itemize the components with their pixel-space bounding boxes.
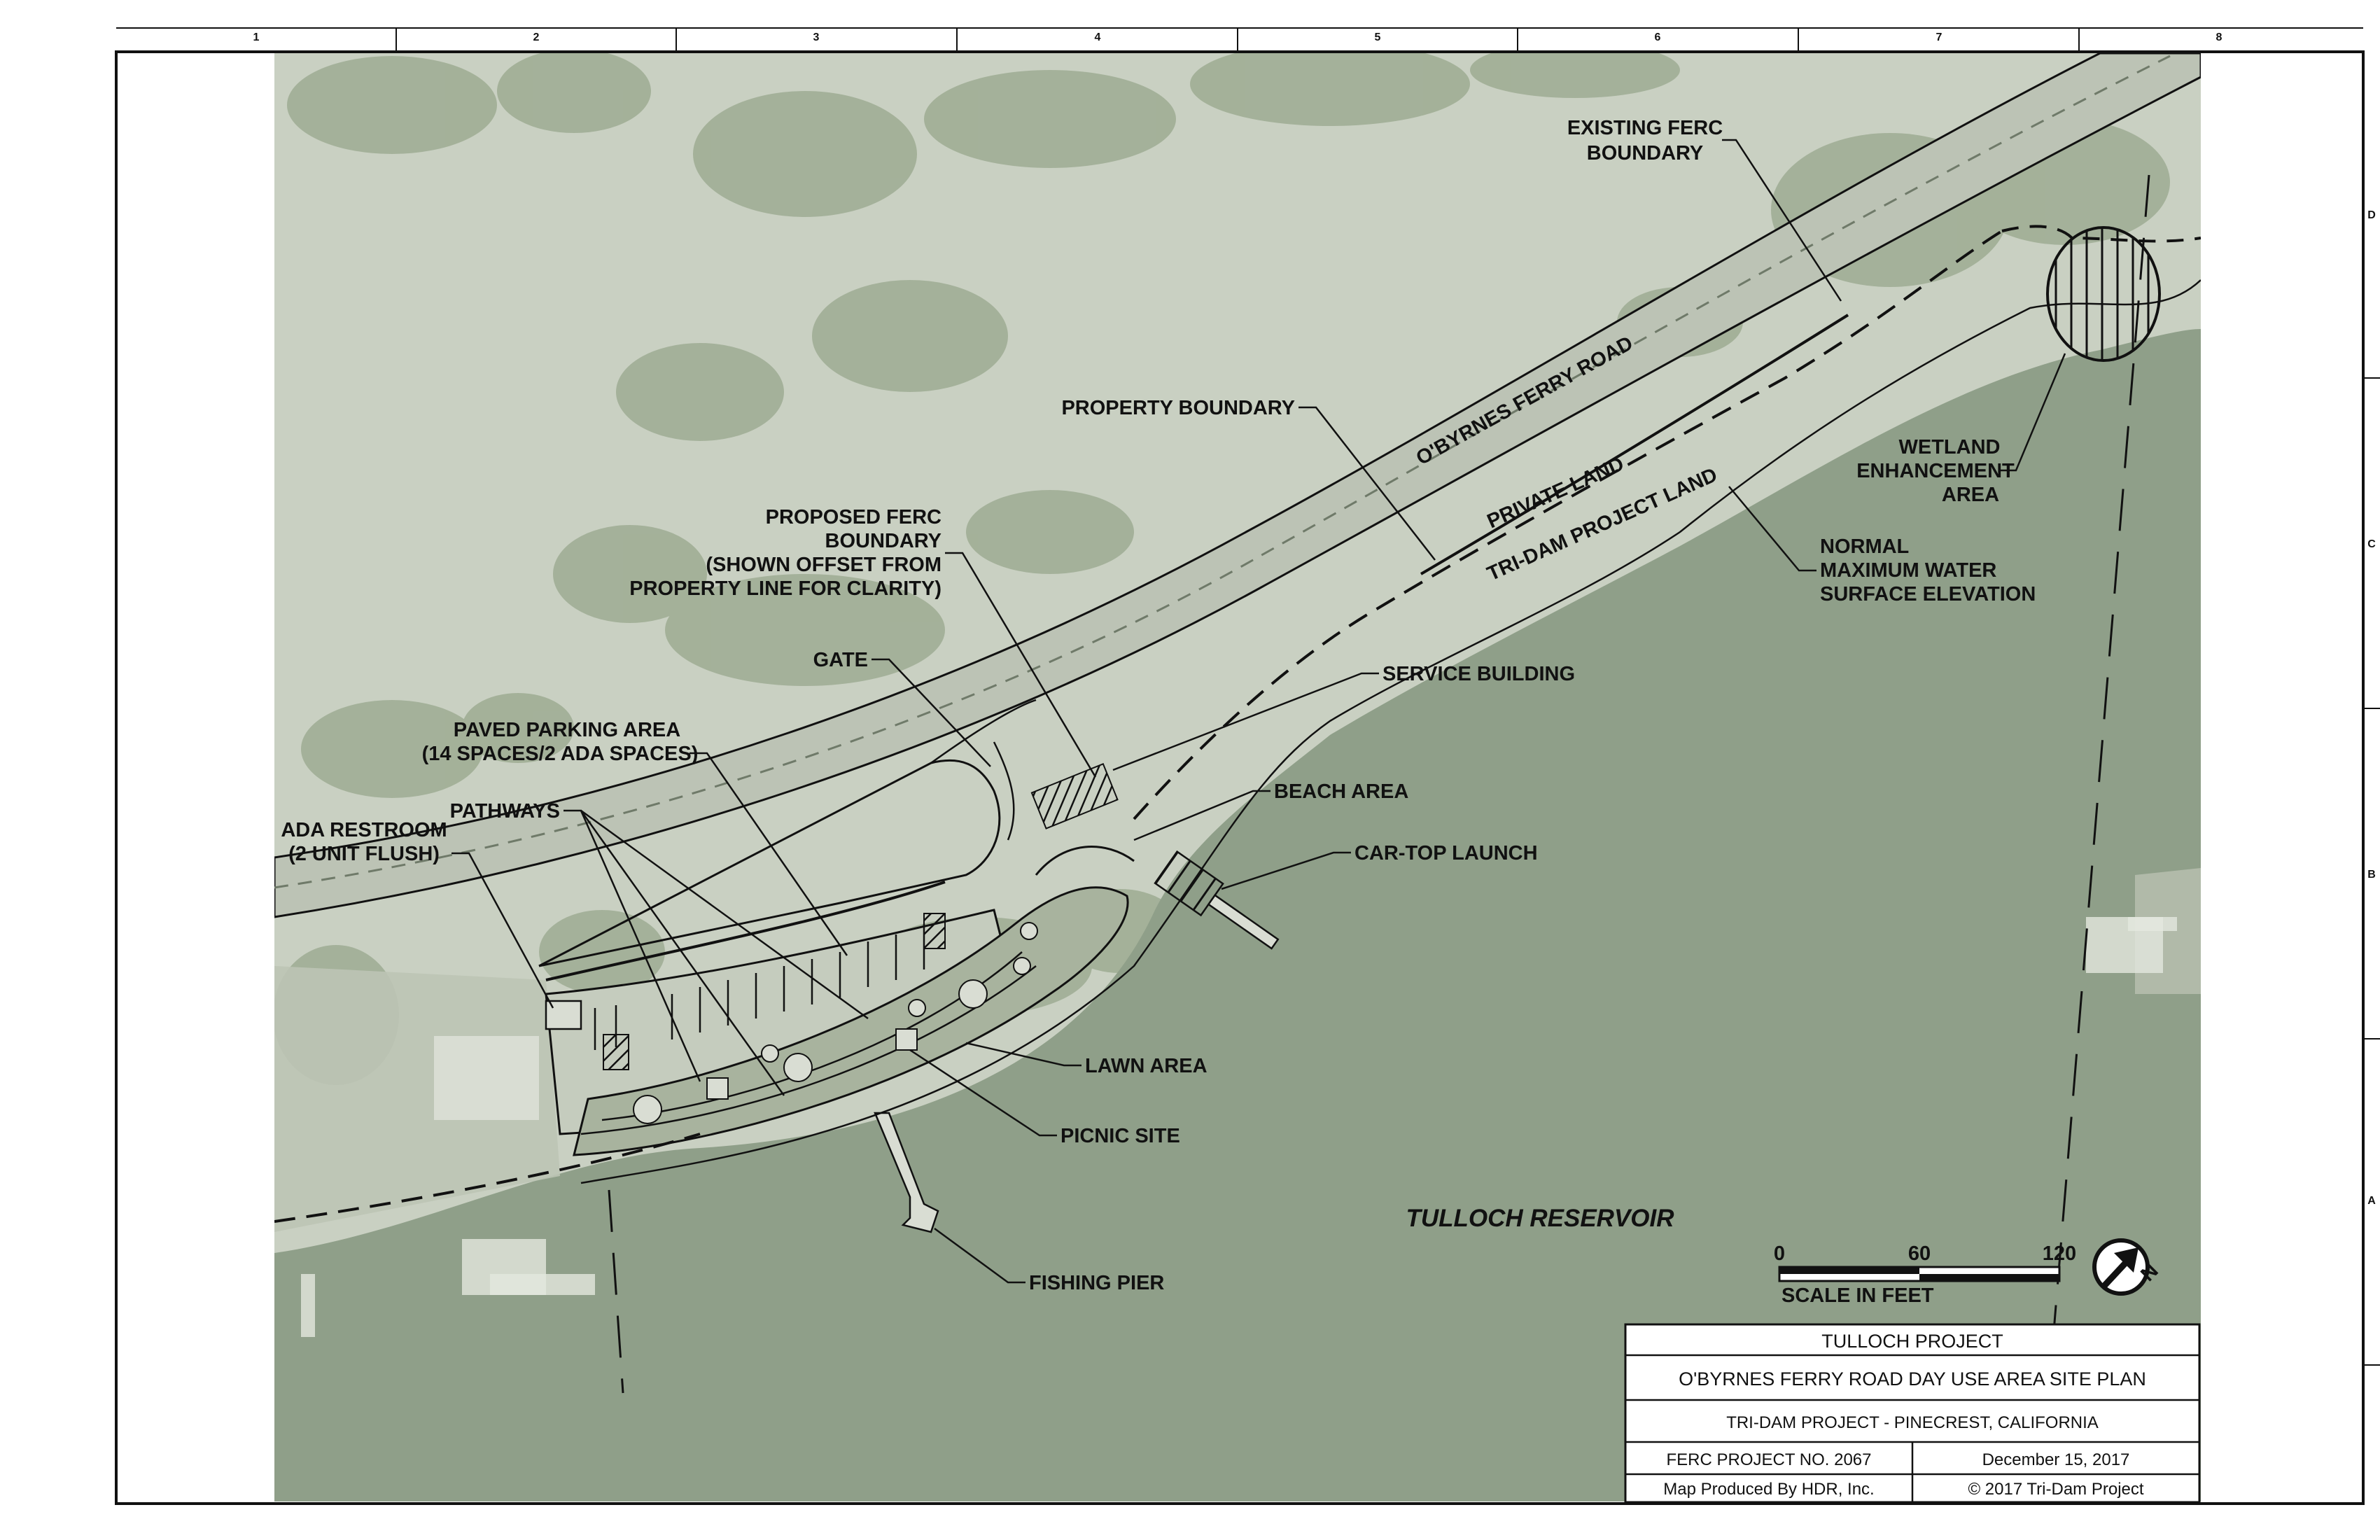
grid-row-d: D — [2367, 209, 2376, 221]
north-arrow-icon: N — [2092, 1238, 2163, 1296]
grid-row-b: B — [2367, 869, 2376, 881]
title-project: TULLOCH PROJECT — [1821, 1331, 2003, 1352]
grid-row-c: C — [2367, 538, 2376, 550]
scale-caption: SCALE IN FEET — [1782, 1284, 1934, 1307]
grid-col-3: 3 — [813, 31, 820, 43]
ada-restroom-label-2: (2 UNIT FLUSH) — [288, 843, 440, 865]
title-date: December 15, 2017 — [1982, 1450, 2130, 1469]
wetland-label-1: WETLAND — [1899, 436, 2001, 458]
grid-col-8: 8 — [2216, 31, 2222, 43]
paved-parking-label-1: PAVED PARKING AREA — [454, 719, 680, 741]
normal-max-wse-label-1: NORMAL — [1820, 536, 1909, 558]
grid-col-4: 4 — [1095, 31, 1101, 43]
scale-tick-0: 0 — [1774, 1242, 1785, 1265]
existing-ferc-boundary-label-2: BOUNDARY — [1587, 142, 1703, 164]
pathways-label: PATHWAYS — [450, 800, 560, 822]
normal-max-wse-label-3: SURFACE ELEVATION — [1820, 583, 2036, 606]
grid-col-2: 2 — [533, 31, 540, 43]
paved-parking-label-2: (14 SPACES/2 ADA SPACES) — [422, 743, 699, 765]
scale-bar: 0 60 120 SCALE IN FEET — [1774, 1242, 2076, 1307]
grid-col-5: 5 — [1375, 31, 1381, 43]
wetland-label-2: ENHANCEMENT — [1856, 460, 2015, 482]
property-boundary-label: PROPERTY BOUNDARY — [1061, 397, 1295, 419]
scale-tick-60: 60 — [1908, 1242, 1931, 1265]
grid-col-6: 6 — [1655, 31, 1661, 43]
title-block: TULLOCH PROJECT O'BYRNES FERRY ROAD DAY … — [1624, 1323, 2201, 1504]
picnic-site-label: PICNIC SITE — [1060, 1125, 1180, 1147]
grid-col-7: 7 — [1936, 31, 1942, 43]
title-produced-by: Map Produced By HDR, Inc. — [1663, 1480, 1874, 1499]
title-copyright: © 2017 Tri-Dam Project — [1968, 1480, 2143, 1499]
proposed-ferc-boundary-label-1: PROPOSED FERC — [766, 506, 941, 528]
proposed-ferc-boundary-label-3: (SHOWN OFFSET FROM — [706, 554, 941, 576]
proposed-ferc-boundary-label-2: BOUNDARY — [825, 530, 941, 552]
gate-label: GATE — [813, 649, 868, 671]
beach-area-label: BEACH AREA — [1274, 780, 1408, 803]
reservoir-label: TULLOCH RESERVOIR — [1406, 1205, 1674, 1232]
title-plan: O'BYRNES FERRY ROAD DAY USE AREA SITE PL… — [1679, 1368, 2146, 1390]
existing-ferc-boundary-label-1: EXISTING FERC — [1567, 117, 1723, 139]
normal-max-wse-label-2: MAXIMUM WATER — [1820, 559, 1996, 582]
lawn-area-label: LAWN AREA — [1085, 1055, 1208, 1077]
ada-restroom-label-1: ADA RESTROOM — [281, 819, 447, 841]
title-location: TRI-DAM PROJECT - PINECREST, CALIFORNIA — [1726, 1413, 2099, 1432]
fishing-pier-label: FISHING PIER — [1029, 1272, 1164, 1294]
wetland-label-3: AREA — [1942, 484, 1999, 506]
aerial-map — [274, 53, 2201, 1502]
service-building-label: SERVICE BUILDING — [1382, 663, 1575, 685]
grid-col-1: 1 — [253, 31, 260, 43]
scale-tick-120: 120 — [2043, 1242, 2076, 1265]
grid-row-a: A — [2367, 1195, 2376, 1207]
proposed-ferc-boundary-label-4: PROPERTY LINE FOR CLARITY) — [629, 578, 941, 600]
title-ferc-no: FERC PROJECT NO. 2067 — [1667, 1450, 1872, 1469]
car-top-launch-label: CAR-TOP LAUNCH — [1354, 842, 1538, 864]
